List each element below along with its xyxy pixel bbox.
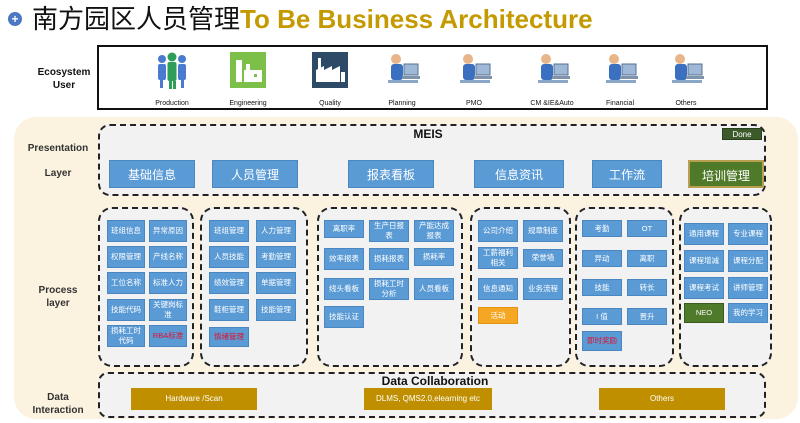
process-cell[interactable]: 公司介绍 bbox=[478, 220, 518, 242]
process-cell[interactable]: 生产日报表 bbox=[369, 220, 409, 242]
process-cell[interactable]: 课程分配 bbox=[728, 250, 768, 272]
process-cell[interactable]: I 值 bbox=[582, 308, 622, 325]
layer-label: Layer bbox=[44, 168, 72, 179]
process-cell[interactable]: 异动 bbox=[582, 250, 622, 267]
process-cell[interactable]: 权限管理 bbox=[107, 246, 145, 268]
process-cell[interactable]: 专业课程 bbox=[728, 223, 768, 245]
title-bullet-icon: + bbox=[8, 12, 22, 26]
module-basic-info[interactable]: 基础信息 bbox=[109, 160, 195, 188]
user-computer-icon bbox=[538, 54, 570, 83]
eco-pmo[interactable]: PMO bbox=[439, 50, 509, 107]
factory-icon bbox=[230, 52, 266, 88]
data-collaboration-title: Data Collaboration bbox=[381, 374, 489, 388]
process-cell[interactable]: 考勤 bbox=[582, 220, 622, 237]
process-cell[interactable]: 人员看板 bbox=[414, 278, 454, 300]
module-report-board[interactable]: 报表看板 bbox=[348, 160, 434, 188]
eco-engineering[interactable]: Engineering bbox=[213, 50, 283, 107]
eco-cm-ie-auto[interactable]: CM &IE&Auto bbox=[517, 50, 587, 107]
process-cell[interactable]: 损耗工时分析 bbox=[369, 278, 409, 300]
process-cell[interactable]: 效率报表 bbox=[324, 248, 364, 270]
process-cell[interactable]: 关键岗标准 bbox=[149, 299, 187, 321]
process-cell[interactable]: 技能管理 bbox=[256, 299, 296, 321]
ecosystem-panel: Production Engineering Quality Planning bbox=[97, 45, 768, 110]
module-personnel[interactable]: 人员管理 bbox=[212, 160, 298, 188]
process-cell-activity[interactable]: 活动 bbox=[478, 307, 518, 324]
process-cell[interactable]: 课程增减 bbox=[684, 250, 724, 272]
process-layer-label: Process layer bbox=[38, 285, 78, 309]
done-button[interactable]: Done bbox=[722, 128, 762, 140]
ecosystem-user-label: Ecosystem User bbox=[37, 67, 91, 91]
module-info-news[interactable]: 信息资讯 bbox=[474, 160, 564, 188]
eco-planning[interactable]: Planning bbox=[367, 50, 437, 107]
process-cell[interactable]: 离职率 bbox=[324, 220, 364, 238]
process-cell[interactable]: 单据管理 bbox=[256, 272, 296, 294]
eco-financial[interactable]: Financial bbox=[585, 50, 655, 107]
process-cell[interactable]: 损耗率 bbox=[414, 248, 454, 266]
others-system-item[interactable]: Others bbox=[599, 388, 725, 410]
plant-icon bbox=[312, 52, 348, 88]
hardware-scan-item[interactable]: Hardware /Scan bbox=[131, 388, 257, 410]
eco-quality[interactable]: Quality bbox=[295, 50, 365, 107]
eco-production[interactable]: Production bbox=[137, 50, 207, 107]
module-training[interactable]: 培训管理 bbox=[688, 160, 764, 188]
process-cell[interactable]: 晋升 bbox=[627, 308, 667, 325]
page-title-cn: 南方园区人员管理 bbox=[32, 5, 241, 35]
presentation-label: Presentation bbox=[27, 143, 89, 154]
process-cell[interactable]: 技能 bbox=[582, 279, 622, 296]
data-interaction-label: Data Interaction bbox=[32, 392, 84, 416]
team-icon bbox=[158, 52, 186, 89]
process-cell[interactable]: OT bbox=[627, 220, 667, 237]
user-computer-icon bbox=[388, 54, 420, 83]
process-cell[interactable]: 鞋柜管理 bbox=[209, 299, 249, 321]
page-title: 南方园区人员管理To Be Business Architecture bbox=[32, 2, 593, 36]
process-cell[interactable]: 损耗工时代码 bbox=[107, 325, 145, 347]
dlms-qms-item[interactable]: DLMS, QMS2.0,elearning etc bbox=[364, 388, 492, 410]
process-cell[interactable]: 规章制度 bbox=[523, 220, 563, 242]
process-cell[interactable]: 产线名称 bbox=[149, 246, 187, 268]
process-cell[interactable]: 技能认证 bbox=[324, 306, 364, 328]
user-computer-icon bbox=[460, 54, 492, 83]
user-computer-icon bbox=[672, 54, 704, 83]
process-cell[interactable]: 荣誉墙 bbox=[523, 249, 563, 267]
process-cell[interactable]: 转长 bbox=[627, 279, 667, 296]
process-cell[interactable]: 信息通知 bbox=[478, 278, 518, 300]
process-cell[interactable]: 产能达成报表 bbox=[414, 220, 454, 242]
eco-others[interactable]: Others bbox=[651, 50, 721, 107]
module-workflow[interactable]: 工作流 bbox=[592, 160, 662, 188]
process-cell[interactable]: 损耗报表 bbox=[369, 248, 409, 270]
page-title-en: To Be Business Architecture bbox=[240, 4, 593, 34]
process-cell[interactable]: 人力管理 bbox=[256, 220, 296, 242]
process-cell[interactable]: 班组信息 bbox=[107, 220, 145, 242]
process-cell[interactable]: 异常原因 bbox=[149, 220, 187, 242]
process-cell-highlight[interactable]: 情绪管理 bbox=[209, 327, 249, 347]
process-cell[interactable]: 业务流程 bbox=[523, 278, 563, 300]
process-cell-neo[interactable]: NEO bbox=[684, 303, 724, 323]
user-computer-icon bbox=[606, 54, 638, 83]
process-cell-highlight[interactable]: RBA标准 bbox=[149, 325, 187, 347]
process-cell[interactable]: 线头看板 bbox=[324, 278, 364, 300]
process-cell-highlight[interactable]: 即时奖励 bbox=[582, 331, 622, 351]
process-cell[interactable]: 人员技能 bbox=[209, 246, 249, 268]
meis-title: MEIS bbox=[413, 127, 443, 141]
process-cell[interactable]: 我的学习 bbox=[728, 303, 768, 323]
process-cell[interactable]: 课程考试 bbox=[684, 277, 724, 299]
process-cell[interactable]: 工位名称 bbox=[107, 272, 145, 294]
process-cell[interactable]: 技能代码 bbox=[107, 299, 145, 321]
process-cell[interactable]: 通用课程 bbox=[684, 223, 724, 245]
process-cell[interactable]: 工薪福利相关 bbox=[478, 247, 518, 269]
process-cell[interactable]: 考勤管理 bbox=[256, 246, 296, 268]
process-cell[interactable]: 标准人力 bbox=[149, 272, 187, 294]
process-cell[interactable]: 班组管理 bbox=[209, 220, 249, 242]
process-cell[interactable]: 讲师管理 bbox=[728, 277, 768, 299]
process-cell[interactable]: 绩效管理 bbox=[209, 272, 249, 294]
process-cell[interactable]: 离职 bbox=[627, 250, 667, 267]
